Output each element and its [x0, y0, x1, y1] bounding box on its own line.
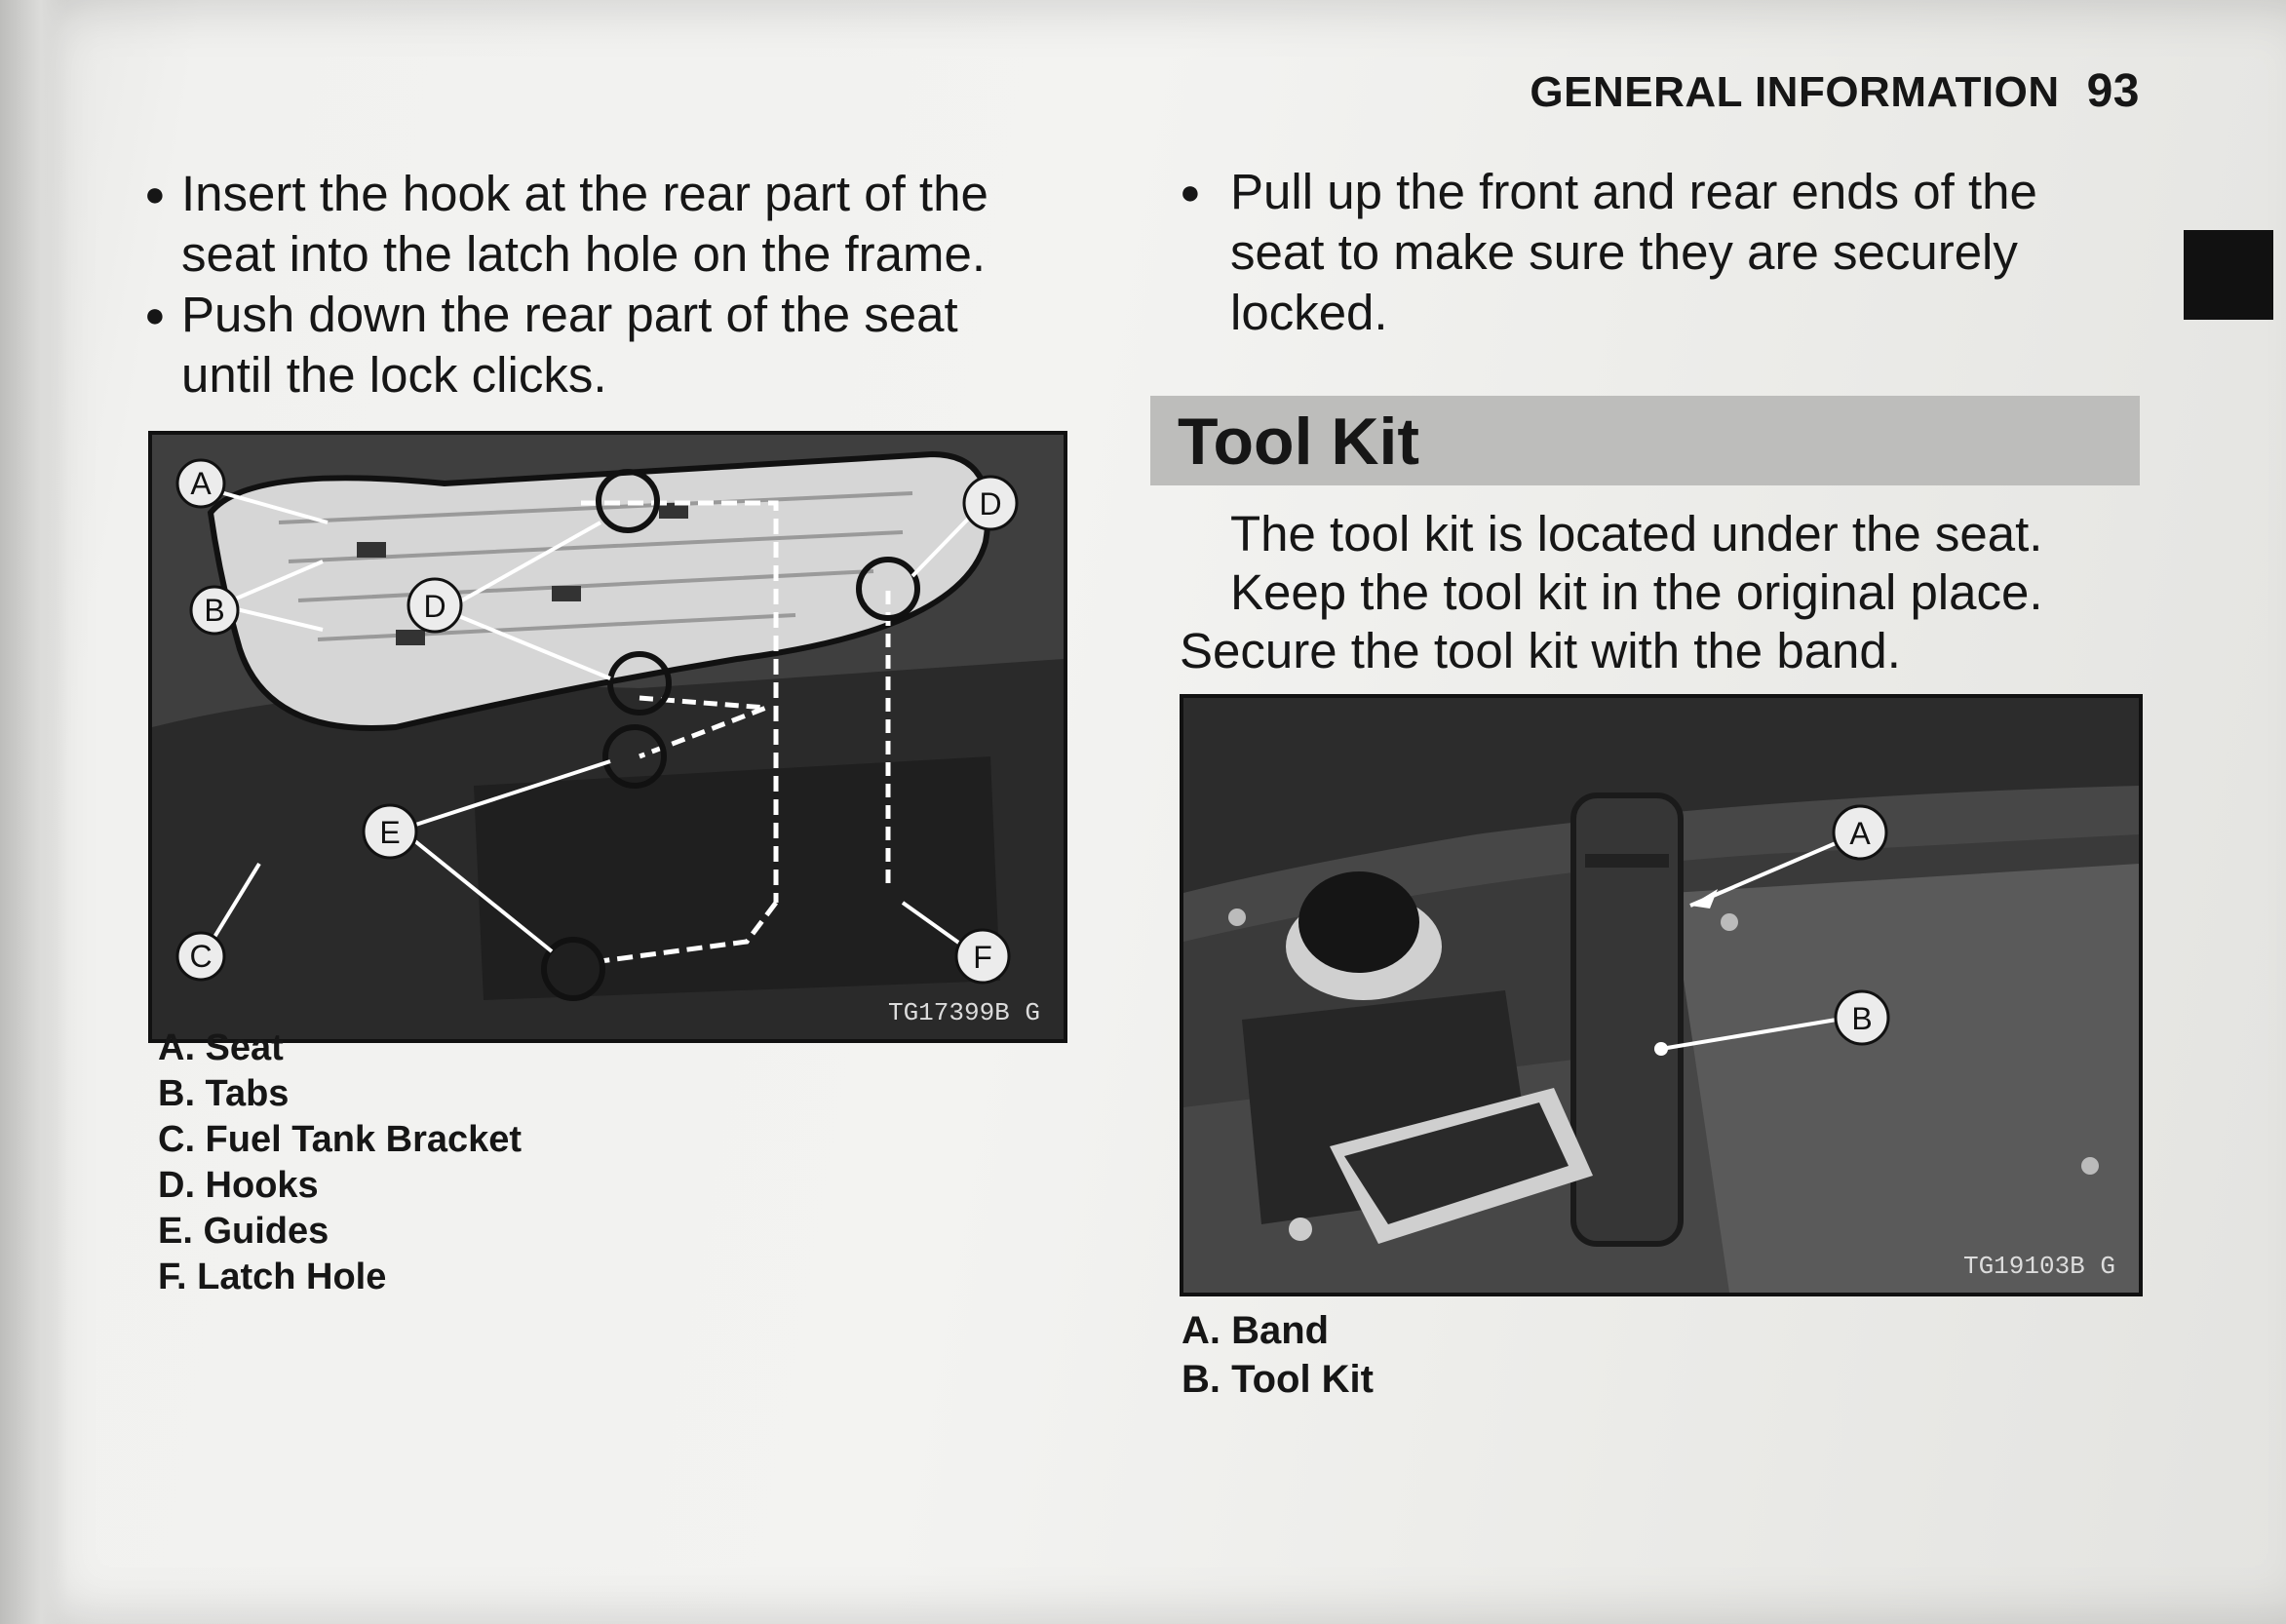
- callout-f: F: [973, 940, 992, 975]
- callout-a: A: [1849, 816, 1871, 851]
- legend-item: F. Latch Hole: [158, 1257, 387, 1297]
- figure-code: TG17399B G: [887, 998, 1040, 1027]
- callout-a: A: [190, 466, 212, 501]
- right-instructions: Pull up the front and rear ends of the s…: [1180, 162, 2154, 343]
- callout-e: E: [379, 815, 400, 850]
- book-spine-shadow: [0, 0, 68, 1624]
- instruction-bullet: Insert the hook at the rear part of the …: [144, 164, 1080, 285]
- seat-installation-figure: A B C D D E F TG17399B G: [148, 431, 1067, 1043]
- callout-d: D: [979, 486, 1001, 522]
- chapter-tab-marker: [2184, 230, 2273, 320]
- legend-item: B. Tool Kit: [1182, 1358, 1374, 1401]
- legend-item: A. Band: [1182, 1309, 1330, 1352]
- figure-code: TG19103B G: [1962, 1252, 2115, 1281]
- legend-item: E. Guides: [158, 1211, 329, 1252]
- page-number: 93: [2086, 65, 2140, 117]
- tool-kit-paragraph: The tool kit is located under the seat. …: [1180, 506, 2043, 678]
- legend-item: C. Fuel Tank Bracket: [158, 1119, 523, 1160]
- tool-kit-figure: A B TG19103B G: [1180, 694, 2143, 1296]
- callout-b: B: [204, 593, 224, 628]
- left-figure-legend: A. Seat B. Tabs C. Fuel Tank Bracket D. …: [158, 1025, 522, 1300]
- callout-d: D: [423, 589, 446, 624]
- left-instructions: Insert the hook at the rear part of the …: [144, 164, 1080, 406]
- instruction-bullet: Pull up the front and rear ends of the s…: [1180, 162, 2154, 343]
- legend-item: A. Seat: [158, 1027, 284, 1068]
- callout-c: C: [189, 939, 212, 974]
- tool-kit-diagram: A B: [1183, 698, 2139, 1293]
- legend-item: D. Hooks: [158, 1165, 319, 1206]
- section-heading-bar: [1150, 396, 2140, 485]
- legend-item: B. Tabs: [158, 1073, 290, 1114]
- callout-b: B: [1851, 1001, 1872, 1036]
- right-figure-legend: A. Band B. Tool Kit: [1182, 1306, 1374, 1404]
- section-title: Tool Kit: [1178, 405, 1419, 479]
- instruction-bullet: Push down the rear part of the seat unti…: [144, 285, 1080, 406]
- header-section: GENERAL INFORMATION: [1530, 68, 2060, 116]
- page-header: GENERAL INFORMATION 93: [1530, 64, 2140, 118]
- seat-diagram: A B C D D E F: [152, 435, 1064, 1039]
